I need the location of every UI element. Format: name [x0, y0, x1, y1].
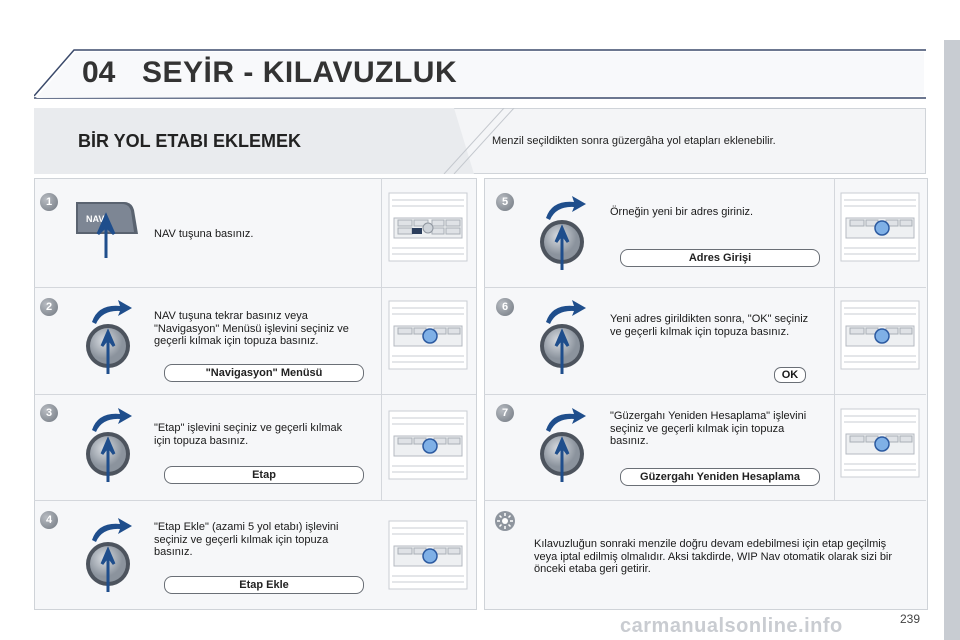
- page-number: 239: [900, 612, 921, 626]
- step-badge-5: 5: [496, 193, 514, 211]
- step-badge-2: 2: [40, 298, 58, 316]
- side-bar: [944, 40, 960, 640]
- chapter-title: SEYİR - KILAVUZLUK: [142, 56, 458, 89]
- console-thumbnail: [388, 520, 468, 590]
- step-badge-3: 3: [40, 404, 58, 422]
- etap-pill: Etap: [164, 466, 364, 484]
- console-thumb-separator: [381, 178, 382, 500]
- step-7-text: "Güzergahı Yeniden Hesaplama" işlevini s…: [610, 410, 807, 447]
- row-divider: [34, 394, 476, 395]
- guzergahi-yeniden-hesaplama-pill: Güzergahı Yeniden Hesaplama: [620, 468, 820, 486]
- header-frame: [34, 49, 926, 99]
- knob-press-icon: [86, 408, 132, 482]
- knob-press-icon: [540, 196, 586, 270]
- sun-tip-icon: [495, 511, 515, 531]
- step-badge-4: 4: [40, 511, 58, 529]
- section-title: BİR YOL ETABI EKLEMEK: [78, 131, 302, 151]
- step-2-text: NAV tuşuna tekrar basınız veya "Navigasy…: [154, 310, 349, 347]
- step-5-text: Örneğin yeni bir adres giriniz.: [610, 206, 754, 218]
- row-divider: [34, 500, 476, 501]
- knob-press-icon: [86, 518, 132, 592]
- console-thumbnail: [388, 300, 468, 370]
- etap-ekle-pill: Etap Ekle: [164, 576, 364, 594]
- step-6-text: Yeni adres girildikten sonra, "OK" seçin…: [610, 313, 809, 338]
- console-thumbnail: [388, 192, 468, 262]
- knob-press-icon: [540, 408, 586, 482]
- section-banner: [34, 108, 926, 174]
- step-badge-1: 1: [40, 193, 58, 211]
- console-thumb-separator: [834, 178, 835, 500]
- adres-girisi-pill: Adres Girişi: [620, 249, 820, 267]
- console-thumbnail: [840, 300, 920, 370]
- row-divider: [484, 394, 926, 395]
- intro-text: Menzil seçildikten sonra güzergâha yol e…: [492, 135, 776, 147]
- step-badge-6: 6: [496, 298, 514, 316]
- row-divider: [484, 500, 926, 501]
- console-thumbnail: [388, 410, 468, 480]
- console-thumbnail: [840, 408, 920, 478]
- ok-pill: OK: [774, 367, 806, 383]
- row-divider: [34, 287, 476, 288]
- tip-text: Kılavuzluğun sonraki menzile doğru devam…: [534, 538, 893, 575]
- step-3-text: "Etap" işlevini seçiniz ve geçerli kılma…: [154, 422, 343, 447]
- knob-press-icon: [86, 300, 132, 374]
- nav-label: NAV: [86, 214, 104, 224]
- watermark: carmanualsonline.info: [620, 615, 843, 637]
- console-thumbnail: [840, 192, 920, 262]
- step-4-text: "Etap Ekle" (azami 5 yol etabı) işlevini…: [154, 521, 339, 558]
- knob-press-icon: [540, 300, 586, 374]
- step-1-text: NAV tuşuna basınız.: [154, 228, 254, 240]
- navigasyon-menu-pill: "Navigasyon" Menüsü: [164, 364, 364, 382]
- step-badge-7: 7: [496, 404, 514, 422]
- nav-button-icon: NAV: [76, 202, 138, 258]
- chapter-number: 04: [82, 56, 116, 89]
- row-divider: [484, 287, 926, 288]
